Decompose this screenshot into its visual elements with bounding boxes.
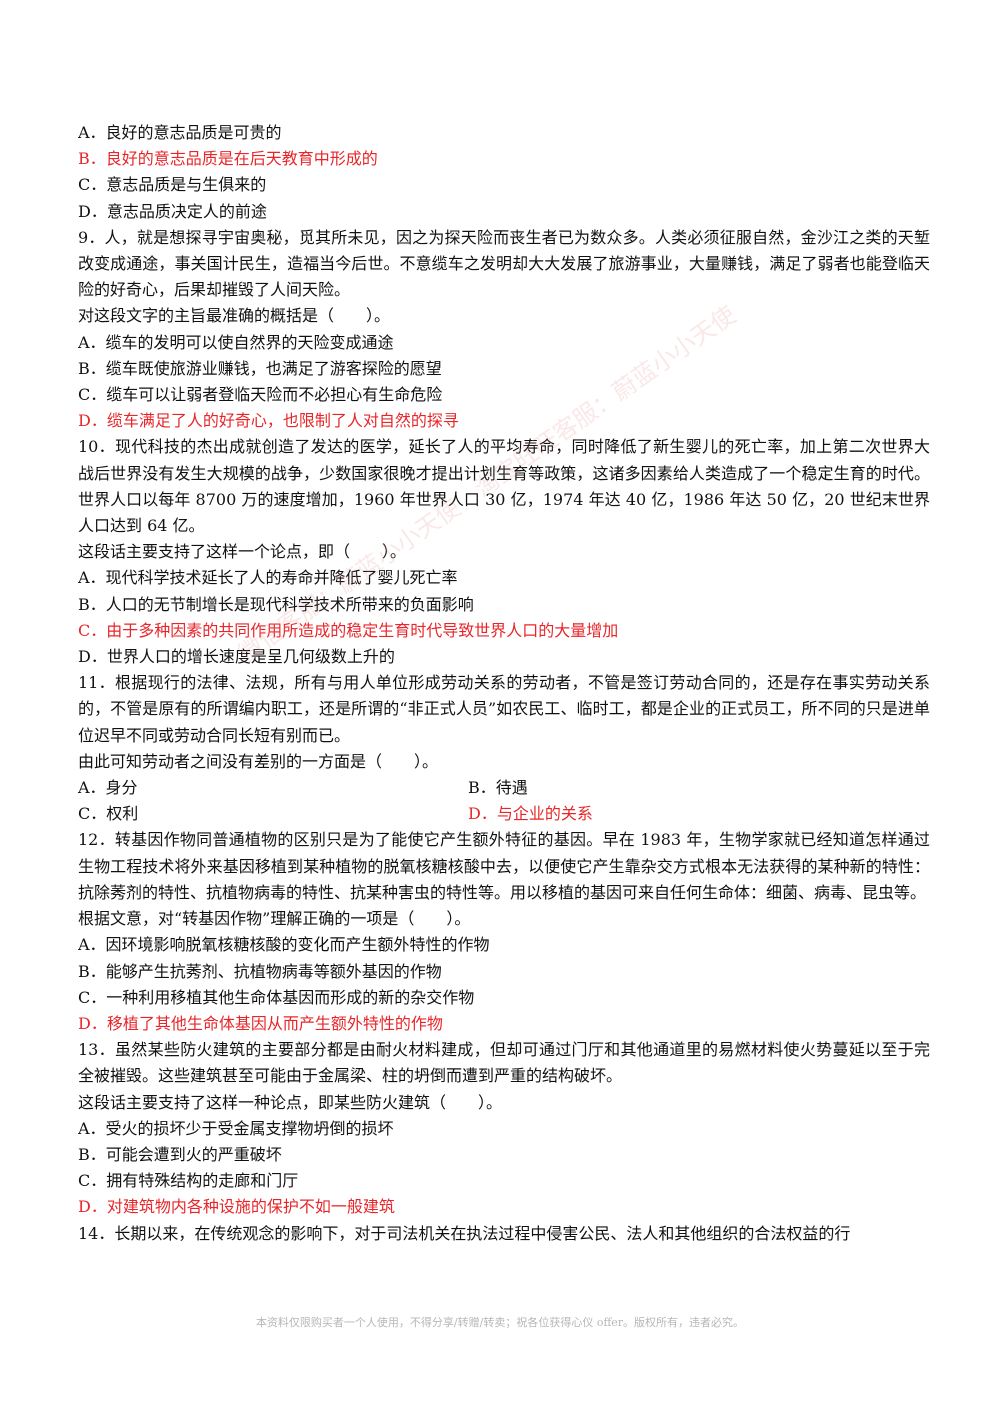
q9-question: 对这段文字的主旨最准确的概括是（ ）。	[78, 306, 391, 326]
q12-option-d: D．移植了其他生命体基因从而产生额外特性的作物	[78, 1013, 443, 1033]
q8-option-b: B．良好的意志品质是在后天教育中形成的	[78, 149, 378, 169]
q11-options-row-1: A．身分 B．待遇	[78, 775, 930, 801]
q13-option-d: D．对建筑物内各种设施的保护不如一般建筑	[78, 1197, 395, 1217]
document-page: A．良好的意志品质是可贵的 B．良好的意志品质是在后天教育中形成的 C．意志品质…	[78, 120, 930, 1247]
q10-passage: 10．现代科技的杰出成就创造了发达的医学，延长了人的平均寿命，同时降低了新生婴儿…	[78, 437, 930, 536]
page-footer: 本资料仅限购买者一个人使用，不得分享/转赠/转卖；祝各位获得心仪 offer。版…	[255, 1316, 745, 1329]
q10-option-c: C．由于多种因素的共同作用所造成的稳定生育时代导致世界人口的大量增加	[78, 620, 619, 640]
q10-option-a: A．现代科学技术延长了人的寿命并降低了婴儿死亡率	[78, 568, 458, 588]
q14-passage: 14．长期以来，在传统观念的影响下，对于司法机关在执法过程中侵害公民、法人和其他…	[78, 1223, 851, 1243]
q12-option-a: A．因环境影响脱氧核糖核酸的变化而产生额外特性的作物	[78, 935, 490, 955]
q8-option-d: D．意志品质决定人的前途	[78, 201, 267, 221]
q9-option-c: C．缆车可以让弱者登临天险而不必担心有生命危险	[78, 385, 443, 405]
q10-option-b: B．人口的无节制增长是现代科学技术所带来的负面影响	[78, 594, 474, 614]
q11-question: 由此可知劳动者之间没有差别的一方面是（ ）。	[78, 751, 439, 771]
q11-option-b: B．待遇	[468, 778, 528, 798]
q9-passage: 9．人，就是想探寻宇宙奥秘，觅其所未见，因之为探天险而丧生者已为数众多。人类必须…	[78, 227, 930, 300]
q8-option-c: C．意志品质是与生俱来的	[78, 175, 267, 195]
q10-option-d: D．世界人口的增长速度是呈几何级数上升的	[78, 647, 395, 667]
q12-option-b: B．能够产生抗莠剂、抗植物病毒等额外基因的作物	[78, 961, 442, 981]
q13-option-b: B．可能会遭到火的严重破坏	[78, 1144, 282, 1164]
q8-option-a: A．良好的意志品质是可贵的	[78, 123, 282, 142]
q9-option-b: B．缆车既使旅游业赚钱，也满足了游客探险的愿望	[78, 358, 442, 378]
q11-passage: 11．根据现行的法律、法规，所有与用人单位形成劳动关系的劳动者，不管是签订劳动合…	[78, 673, 930, 745]
q13-question: 这段话主要支持了这样一种论点，即某些防火建筑（ ）。	[78, 1092, 503, 1112]
q12-question: 根据文意，对“转基因作物”理解正确的一项是（ ）。	[78, 909, 471, 929]
q10-question: 这段话主要支持了这样一个论点，即（ ）。	[78, 542, 407, 562]
q12-passage: 12．转基因作物同普通植物的区别只是为了能使它产生额外特征的基因。早在 1983…	[78, 830, 930, 902]
q9-option-d: D．缆车满足了人的好奇心，也限制了人对自然的探寻	[78, 411, 459, 431]
q13-option-c: C．拥有特殊结构的走廊和门厅	[78, 1171, 299, 1191]
q11-options-row-2: C．权利 D．与企业的关系	[78, 801, 930, 827]
q11-option-a: A．身分	[78, 778, 138, 798]
q11-option-c: C．权利	[78, 804, 139, 824]
q9-option-a: A．缆车的发明可以使自然界的天险变成通途	[78, 332, 394, 352]
q13-option-a: A．受火的损坏少于受金属支撑物坍倒的损坏	[78, 1118, 394, 1138]
q12-option-c: C．一种利用移植其他生命体基因而形成的新的杂交作物	[78, 987, 475, 1007]
q11-option-d: D．与企业的关系	[468, 804, 593, 824]
q13-passage: 13．虽然某些防火建筑的主要部分都是由耐火材料建成，但却可通过门厅和其他通道里的…	[78, 1040, 930, 1086]
